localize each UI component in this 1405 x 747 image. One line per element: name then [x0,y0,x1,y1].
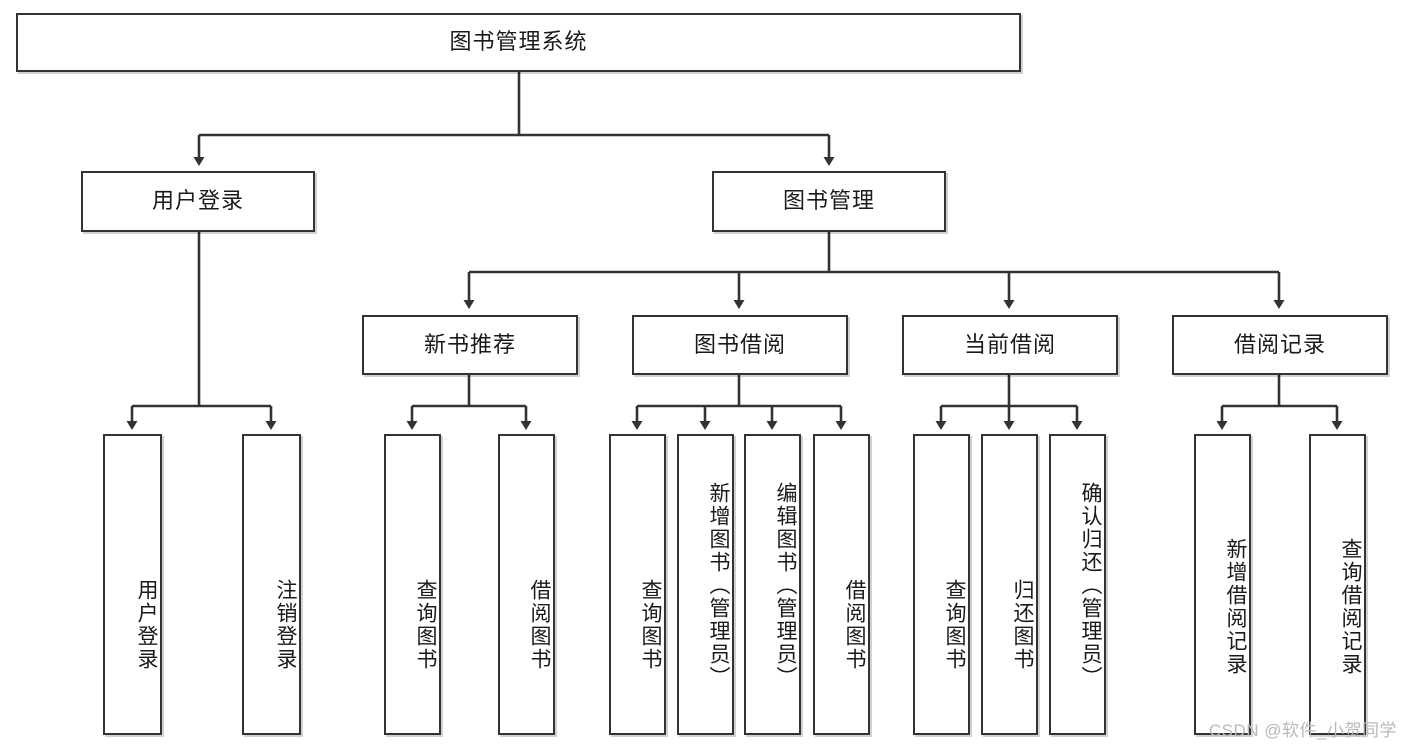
leaf-add-record[interactable]: 新增借阅记录 [1194,434,1251,735]
leaf-query-record-label: 查询借阅记录 [1339,537,1362,676]
leaf-confirm-return-label: 确认归还（管理员） [1079,482,1102,689]
leaf-user-login-label: 用户登录 [135,578,158,671]
leaf-query-book-2-label: 查询图书 [639,578,662,671]
node-root[interactable]: 图书管理系统 [16,13,1021,72]
node-user-login[interactable]: 用户登录 [81,171,315,232]
csdn-watermark: CSDN @软件_小贺同学 [1208,721,1397,740]
leaf-query-book-3-label: 查询图书 [943,578,966,671]
node-user-login-label: 用户登录 [151,188,244,214]
node-current-borrow-label: 当前借阅 [963,331,1056,357]
node-book-manage[interactable]: 图书管理 [712,171,946,232]
leaf-return-book-label: 归还图书 [1011,578,1034,671]
node-new-book-recommend-label: 新书推荐 [423,331,516,357]
node-book-borrow-label: 图书借阅 [693,331,786,357]
leaf-query-book-1-label: 查询图书 [414,578,437,671]
leaf-borrow-book-2-label: 借阅图书 [843,578,866,671]
leaf-logout[interactable]: 注销登录 [242,434,301,735]
leaf-logout-label: 注销登录 [274,578,297,671]
leaf-add-record-label: 新增借阅记录 [1224,537,1247,676]
leaf-edit-book-label: 编辑图书（管理员） [774,482,797,689]
leaf-borrow-book-2[interactable]: 借阅图书 [813,434,870,735]
leaf-confirm-return[interactable]: 确认归还（管理员） [1049,434,1106,735]
node-new-book-recommend[interactable]: 新书推荐 [362,315,578,375]
leaf-edit-book[interactable]: 编辑图书（管理员） [744,434,801,735]
leaf-query-book-2[interactable]: 查询图书 [609,434,666,735]
leaf-borrow-book-1-label: 借阅图书 [528,578,551,671]
node-root-label: 图书管理系统 [449,29,588,55]
leaf-add-book-label: 新增图书（管理员） [707,482,730,689]
node-book-manage-label: 图书管理 [782,188,875,214]
node-book-borrow[interactable]: 图书借阅 [632,315,848,375]
leaf-borrow-book-1[interactable]: 借阅图书 [498,434,555,735]
leaf-user-login[interactable]: 用户登录 [103,434,162,735]
leaf-return-book[interactable]: 归还图书 [981,434,1038,735]
node-borrow-record[interactable]: 借阅记录 [1172,315,1388,375]
node-current-borrow[interactable]: 当前借阅 [902,315,1118,375]
leaf-add-book[interactable]: 新增图书（管理员） [677,434,734,735]
leaf-query-book-3[interactable]: 查询图书 [913,434,970,735]
node-borrow-record-label: 借阅记录 [1233,331,1326,357]
leaf-query-record[interactable]: 查询借阅记录 [1309,434,1366,735]
leaf-query-book-1[interactable]: 查询图书 [384,434,441,735]
